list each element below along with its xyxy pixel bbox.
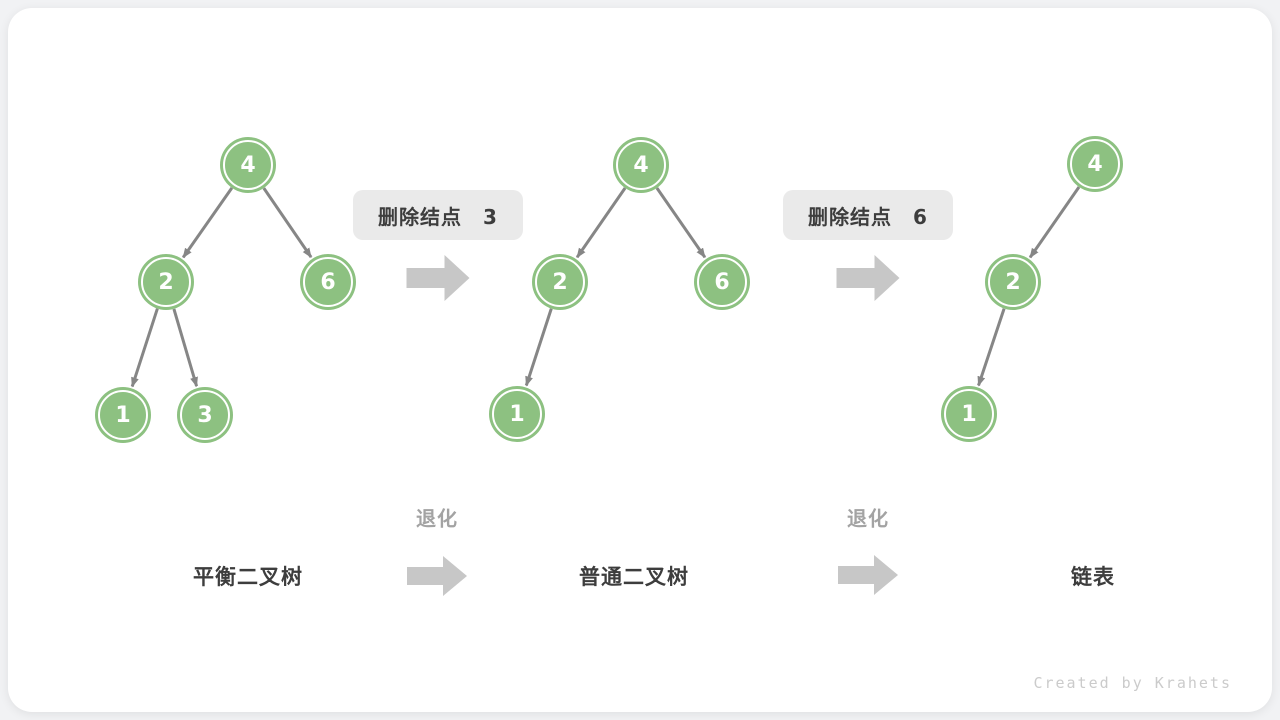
- delete-node-3-label: 删除结点 3: [353, 190, 523, 240]
- balanced-binary-tree-node-3: 3: [180, 390, 230, 440]
- delete-node-6-label: 删除结点 6: [783, 190, 953, 240]
- linked-list-node-1: 1: [944, 389, 994, 439]
- ordinary-binary-tree-node-1: 1: [492, 389, 542, 439]
- right-arrow-icon: [407, 556, 467, 596]
- caption-linked-list: 链表: [1071, 565, 1115, 589]
- right-arrow-icon: [406, 255, 470, 301]
- ordinary-binary-tree-node-6: 6: [697, 257, 747, 307]
- degrade-label-2: 退化: [847, 506, 889, 531]
- degrade-label-1: 退化: [416, 506, 458, 531]
- balanced-binary-tree-node-2: 2: [141, 257, 191, 307]
- linked-list-node-2: 2: [988, 257, 1038, 307]
- balanced-binary-tree-node-6: 6: [303, 257, 353, 307]
- ordinary-binary-tree-node-4: 4: [616, 140, 666, 190]
- watermark: Created by Krahets: [1033, 674, 1232, 692]
- balanced-binary-tree-node-4: 4: [223, 140, 273, 190]
- diagram-card: [8, 8, 1272, 712]
- right-arrow-icon: [836, 255, 900, 301]
- balanced-binary-tree-node-1: 1: [98, 390, 148, 440]
- right-arrow-icon: [838, 555, 898, 595]
- caption-balanced-binary-tree: 平衡二叉树: [193, 565, 303, 589]
- caption-ordinary-binary-tree: 普通二叉树: [579, 565, 689, 589]
- ordinary-binary-tree-node-2: 2: [535, 257, 585, 307]
- linked-list-node-4: 4: [1070, 139, 1120, 189]
